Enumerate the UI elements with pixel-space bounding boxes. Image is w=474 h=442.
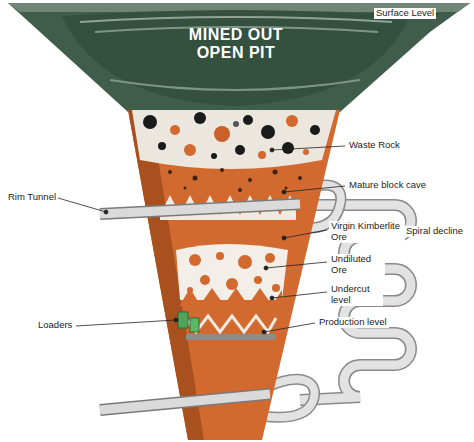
- part-label: Production level: [317, 317, 389, 328]
- pit-title: MINED OUT OPEN PIT: [172, 26, 300, 63]
- part-label: Spiral decline: [404, 226, 465, 237]
- part-label: Waste Rock: [347, 140, 402, 151]
- part-label: Rim Tunnel: [6, 192, 58, 203]
- loader: [178, 312, 188, 328]
- pit-bench: [80, 17, 392, 22]
- part-label: Loaders: [36, 320, 74, 331]
- rim-tunnel-outline: [100, 394, 270, 410]
- ore-blobs: [187, 252, 280, 293]
- open-pit: [62, 10, 410, 106]
- loader: [190, 318, 199, 332]
- pit-bench: [110, 80, 360, 90]
- production-drift: [186, 334, 276, 340]
- undiluted-ore-cavity: [176, 244, 288, 300]
- rim-tunnel: [100, 204, 300, 214]
- part-label: Surface Level: [374, 8, 436, 19]
- spiral-decline-outline: [300, 205, 411, 400]
- mature-cave-speckle: [168, 168, 302, 192]
- surface-rock: [8, 3, 470, 112]
- waste-rock: [132, 110, 336, 169]
- part-label: Virgin Kimberlite Ore: [329, 221, 405, 243]
- part-label: Undiluted Ore: [329, 254, 385, 276]
- leader-lines: [58, 14, 438, 334]
- rim-tunnel: [100, 394, 270, 410]
- production-drawbells: [184, 316, 276, 332]
- waste-rock-blobs: [143, 112, 320, 159]
- part-label: Undercut level: [329, 284, 383, 306]
- spiral-decline: [300, 205, 411, 400]
- kimberlite-pipe: [128, 110, 340, 440]
- part-label: Mature block cave: [347, 180, 428, 191]
- undercut-peaks: [180, 288, 282, 306]
- rim-tunnel-outline: [100, 204, 300, 214]
